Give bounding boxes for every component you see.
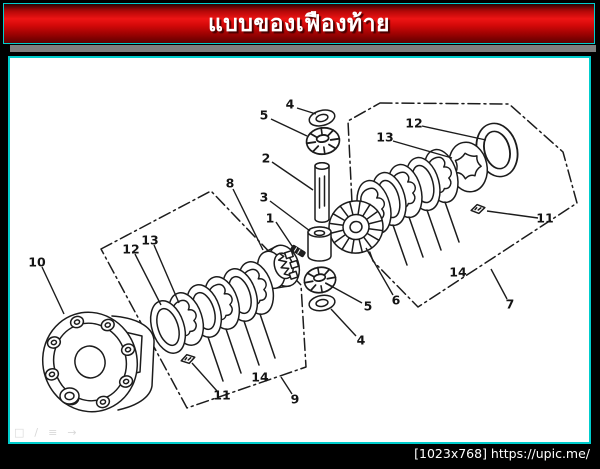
leader-line-4 <box>330 308 357 337</box>
pinion-gear-5-bottom <box>301 263 339 297</box>
pinion-shaft-2 <box>314 162 330 223</box>
leader-line-5 <box>270 118 308 137</box>
part-label-4: 4 <box>286 97 295 112</box>
title-banner: แบบของเฟืองท้าย <box>3 3 595 44</box>
leader-line-5 <box>330 285 363 304</box>
part-label-2: 2 <box>262 151 271 166</box>
leader-line-13 <box>153 244 180 304</box>
pinion-gear-5-top <box>303 124 343 158</box>
leader-line-4 <box>296 107 317 115</box>
retaining-clip-11-right <box>469 202 487 216</box>
banner-shadow <box>10 45 596 52</box>
part-label-13: 13 <box>141 233 158 248</box>
retaining-clip-11-left <box>179 352 197 366</box>
leader-line-12 <box>134 253 162 306</box>
part-label-14: 14 <box>449 265 467 280</box>
leader-line-12 <box>421 125 487 141</box>
part-label-6: 6 <box>392 293 401 308</box>
leader-line-2 <box>271 161 314 191</box>
retainer-boundary-9 <box>100 190 307 409</box>
leader-line-1 <box>275 221 295 250</box>
part-label-4: 4 <box>357 333 366 348</box>
leader-line-13 <box>392 140 453 159</box>
leader-line-10 <box>41 266 65 315</box>
side-bevel-gear-6 <box>328 200 384 254</box>
arrow-icon: → <box>67 426 77 439</box>
side-gear-hub-8 <box>256 244 301 290</box>
pencil-icon: / <box>34 426 39 439</box>
editor-watermark-icons: □ / ≡ → <box>14 427 77 438</box>
page-title: แบบของเฟืองท้าย <box>207 10 391 37</box>
clutch-pack-left <box>143 256 281 359</box>
part-label-12: 12 <box>122 242 139 257</box>
plate-callout-lines-14-right <box>392 201 460 266</box>
leader-line-9 <box>280 376 293 395</box>
leader-line-11 <box>191 362 218 392</box>
spacer-block-1 <box>307 226 332 262</box>
differential-case-10 <box>41 311 155 413</box>
clutch-pack-right <box>350 117 525 238</box>
leader-line-8 <box>232 188 264 251</box>
leader-line-11 <box>486 210 539 219</box>
part-label-12: 12 <box>405 116 422 131</box>
resolution-caption: [1023x768] https://upic.me/ <box>414 446 590 461</box>
part-label-7: 7 <box>506 297 515 312</box>
leader-line-3 <box>269 200 311 232</box>
image-icon: □ <box>14 426 25 439</box>
part-label-14: 14 <box>251 370 269 385</box>
part-label-11: 11 <box>536 211 553 226</box>
part-label-9: 9 <box>291 392 300 407</box>
part-label-11: 11 <box>213 388 230 403</box>
retainer-boundary-7 <box>347 102 578 308</box>
menu-icon: ≡ <box>48 426 58 439</box>
part-label-8: 8 <box>226 176 235 191</box>
thrust-washer-4-top <box>306 106 338 130</box>
plate-callout-lines-14-left <box>207 313 276 382</box>
part-label-3: 3 <box>260 190 269 205</box>
part-label-10: 10 <box>28 255 46 270</box>
part-label-5: 5 <box>260 108 269 123</box>
leader-line-7 <box>490 268 508 300</box>
part-label-1: 1 <box>266 211 275 226</box>
part-label-13: 13 <box>376 130 393 145</box>
leader-line-6 <box>365 247 394 296</box>
part-label-5: 5 <box>364 299 373 314</box>
